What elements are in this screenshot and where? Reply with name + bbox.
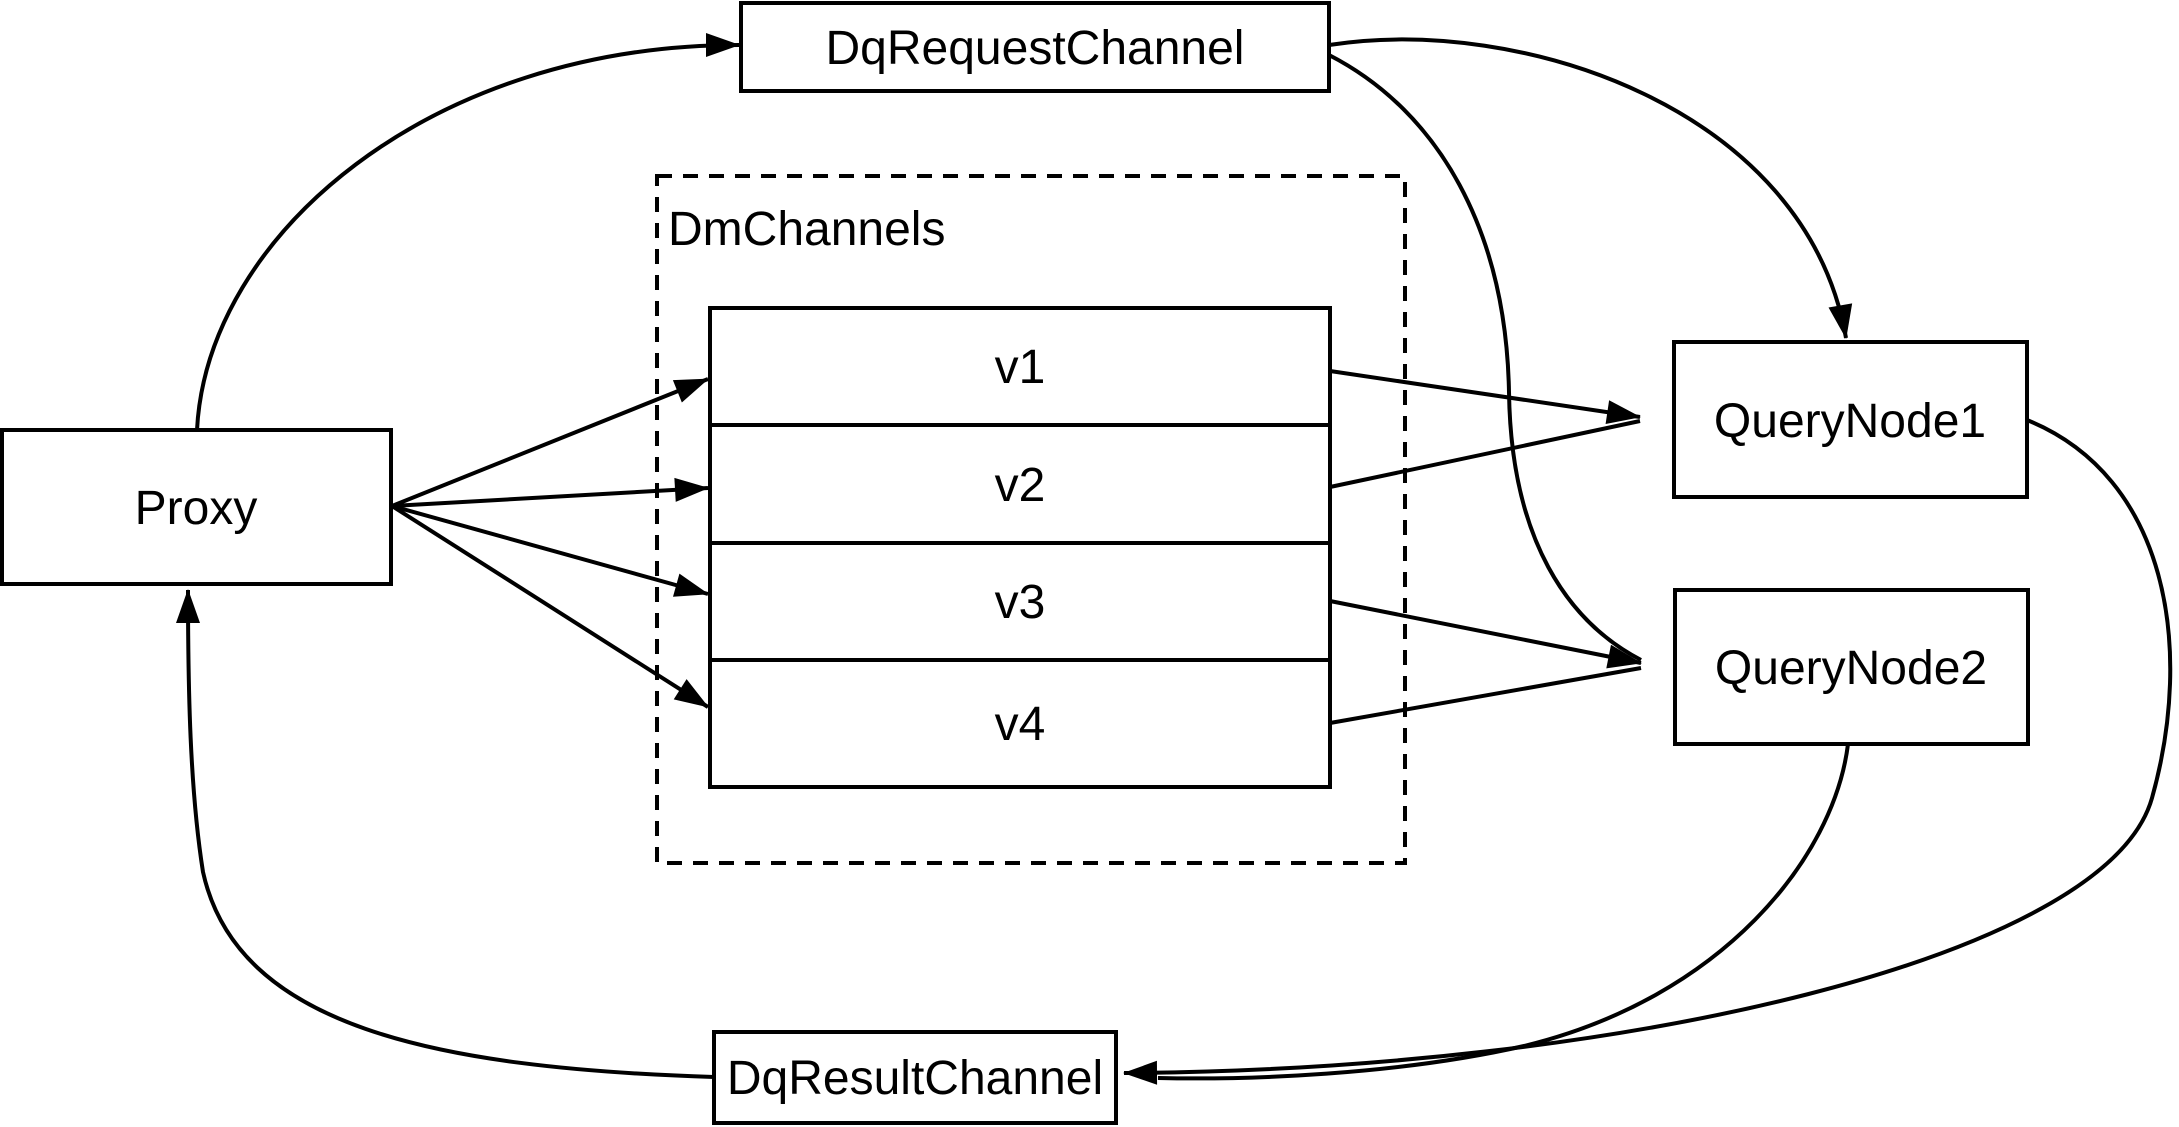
querynode2-label: QueryNode2 (1715, 642, 1987, 695)
node-querynode1: QueryNode1 (1672, 340, 2029, 499)
edge-dqrequestchannel-to-querynode1 (1328, 37, 1853, 339)
node-querynode2: QueryNode2 (1673, 588, 2030, 746)
proxy-box (0, 428, 393, 586)
edge-v3-to-querynode2 (1329, 599, 1642, 669)
node-v1: v1 (708, 306, 1332, 427)
node-proxy: Proxy (0, 428, 393, 586)
edge-querynode2-to-dqresultchannel (1157, 743, 1850, 1081)
edge-proxy-to-dqrequestchannel (195, 33, 740, 431)
edge-dqrequestchannel-to-querynode2 (1328, 53, 1642, 662)
node-v2: v2 (708, 423, 1332, 545)
querynode1-box (1672, 340, 2029, 499)
node-dqresultchannel: DqResultChannel (712, 1030, 1118, 1125)
v4-label: v4 (995, 698, 1046, 751)
v3-label: v3 (995, 576, 1046, 629)
dqrequestchannel-label: DqRequestChannel (826, 22, 1245, 75)
querynode1-label: QueryNode1 (1714, 395, 1986, 448)
querynode2-box (1673, 588, 2030, 746)
edge-v2-to-querynode1 (1329, 419, 1641, 489)
dmchannels-group-label: DmChannels (668, 203, 945, 256)
dmchannels-group-box (655, 174, 1407, 865)
v3-box (708, 541, 1332, 662)
edge-proxy-to-v1 (391, 377, 709, 508)
proxy-label: Proxy (135, 482, 258, 535)
v2-box (708, 423, 1332, 545)
v4-box (708, 658, 1332, 789)
dqresultchannel-label: DqResultChannel (727, 1052, 1103, 1105)
node-dqrequestchannel: DqRequestChannel (739, 1, 1331, 93)
v2-label: v2 (995, 459, 1046, 512)
node-v4: v4 (708, 658, 1332, 789)
edge-proxy-to-v4 (390, 504, 710, 709)
edge-dqresultchannel-to-proxy (176, 589, 715, 1079)
v1-label: v1 (995, 341, 1046, 394)
edge-proxy-to-v2 (391, 477, 709, 508)
edge-proxy-to-v3 (391, 504, 709, 597)
dqrequestchannel-box (739, 1, 1331, 93)
edge-v1-to-querynode1 (1329, 369, 1641, 425)
dqresultchannel-box (712, 1030, 1118, 1125)
node-v3: v3 (708, 541, 1332, 662)
v1-box (708, 306, 1332, 427)
edge-v4-to-querynode2 (1329, 666, 1642, 725)
